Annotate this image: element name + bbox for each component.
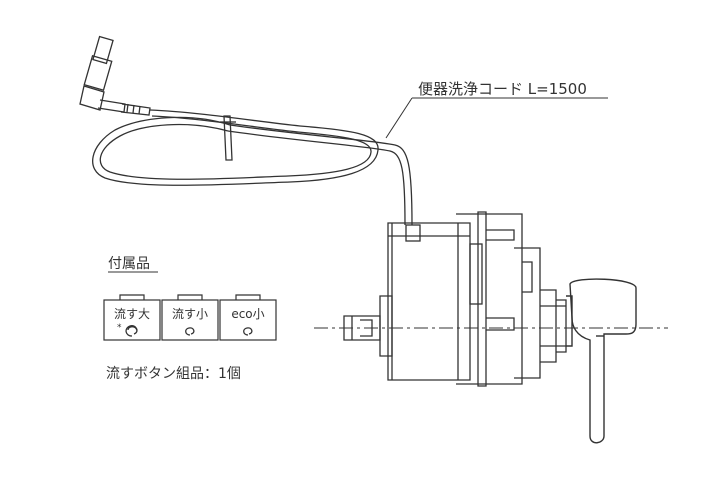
cord-callout: 便器洗浄コード L=1500 xyxy=(385,80,608,139)
flush-lever-handle xyxy=(566,278,637,444)
cord-label: 便器洗浄コード L=1500 xyxy=(418,80,587,98)
button-small-label: 流す小 xyxy=(172,307,208,321)
swirl-eco-icon xyxy=(243,327,253,336)
flush-unit-body xyxy=(343,211,567,387)
cable-tie xyxy=(223,115,233,161)
button-large-marker: * xyxy=(117,323,122,333)
button-large-label: 流す大 xyxy=(114,307,150,321)
button-flush-eco xyxy=(219,299,277,341)
swirl-large-icon xyxy=(125,325,138,337)
button-eco-label: eco小 xyxy=(231,307,264,321)
flush-cord xyxy=(79,35,413,226)
button-set-label: 流すボタン組品：1個 xyxy=(106,366,241,382)
button-flush-large xyxy=(103,299,161,341)
cord-connector-plug xyxy=(79,35,151,116)
swirl-small-icon xyxy=(185,327,195,336)
flush-button-set xyxy=(103,294,277,341)
button-flush-small xyxy=(161,299,219,341)
cord-coil xyxy=(92,109,413,226)
accessories-heading: 付属品 xyxy=(108,256,150,272)
